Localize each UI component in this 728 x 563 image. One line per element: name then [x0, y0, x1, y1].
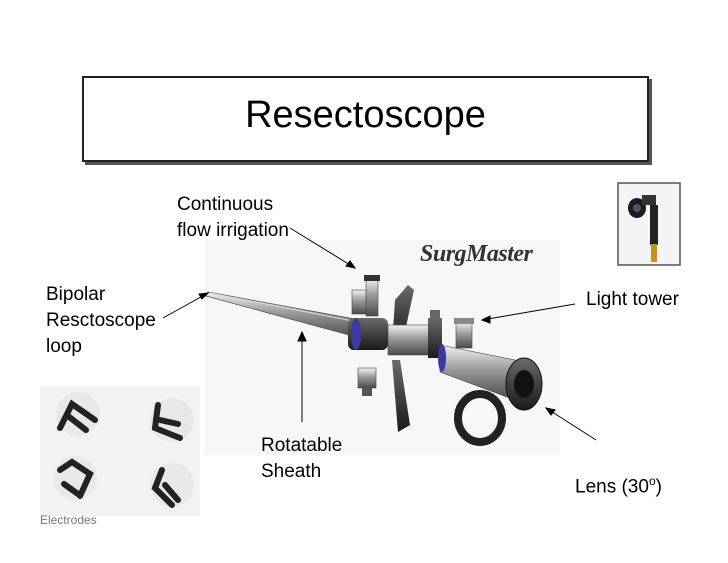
slide-title: Resectoscope	[245, 94, 486, 136]
label-light-tower: Light tower	[586, 289, 679, 310]
label-bipolar-loop: Bipolar Resctoscope loop	[46, 284, 156, 357]
lens-label-text: Lens (30	[575, 476, 649, 498]
telescope	[438, 318, 543, 446]
label-lens: Lens (30o)	[575, 442, 662, 500]
arrow-lens-head	[544, 407, 556, 416]
inset-photo	[617, 182, 681, 266]
arrow-lens	[545, 407, 597, 441]
electrodes-panel	[40, 386, 200, 516]
electrode-1	[56, 392, 100, 436]
title-box: Resectoscope	[82, 76, 649, 162]
arrow-irrigation	[289, 227, 356, 269]
electrode-4	[150, 463, 194, 508]
electrodes-caption: Electrodes	[40, 513, 97, 527]
scope-body	[348, 275, 442, 432]
surgmaster-logo: SurgMaster	[420, 241, 533, 267]
arrow-light-tower-head	[480, 315, 491, 324]
arrow-irrigation-head	[345, 260, 357, 269]
arrow-light-tower	[481, 303, 576, 321]
electrode-3	[53, 456, 97, 500]
electrode-2	[150, 398, 194, 442]
label-rotatable-sheath: Rotatable Sheath	[261, 435, 343, 482]
arrow-sheath-head	[297, 330, 307, 342]
lens-degree: o	[648, 474, 656, 488]
lens-label-close: )	[655, 476, 662, 498]
label-irrigation: Continuous flow irrigation	[177, 194, 289, 241]
arrow-loop-head	[198, 292, 210, 300]
